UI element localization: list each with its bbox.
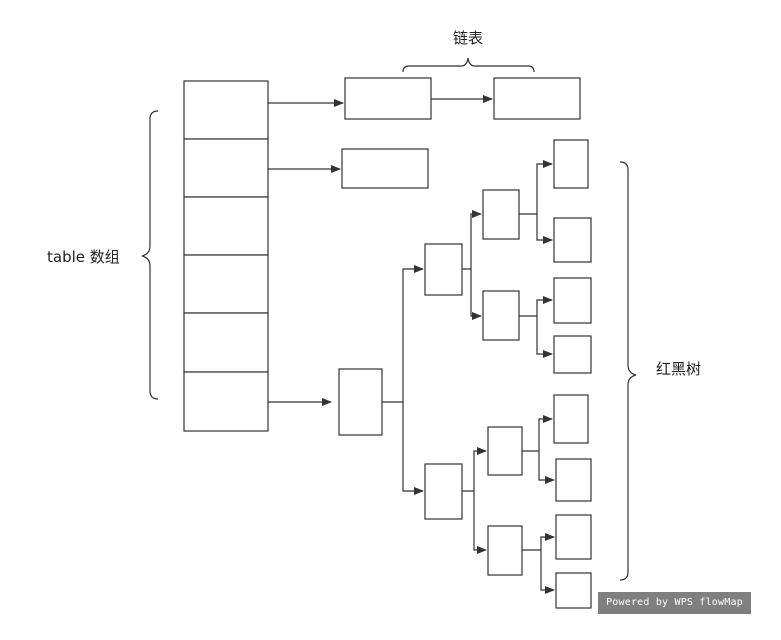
array-label: table 数组	[47, 248, 120, 266]
tree-edge	[462, 210, 482, 270]
tree-root-node	[338, 368, 383, 436]
tree-node	[482, 189, 520, 240]
array-slot	[183, 138, 269, 198]
tree-leaf-node	[553, 335, 592, 374]
red-black-tree	[338, 139, 592, 609]
tree-edge	[470, 269, 482, 320]
tree-edge	[473, 491, 487, 554]
tree-leaf-node	[555, 514, 592, 560]
tree-edge	[536, 214, 553, 244]
tree-edge	[522, 415, 553, 452]
array-slot	[183, 254, 269, 314]
tree-edge	[536, 316, 553, 358]
rb-tree-label: 红黑树	[656, 360, 701, 378]
tree-node	[424, 243, 463, 296]
linked-list-label: 链表	[453, 29, 483, 47]
array-slot	[183, 371, 269, 432]
linked-list	[344, 77, 581, 120]
array-slot	[183, 312, 269, 373]
single-node	[341, 148, 429, 189]
tree-node	[424, 463, 463, 520]
tree-edge	[522, 533, 555, 551]
tree-leaf-node	[555, 572, 592, 609]
tree-edge	[519, 160, 553, 215]
tree-edge	[519, 296, 553, 317]
array-slot	[183, 196, 269, 256]
array-slot	[183, 80, 269, 140]
tree-edge	[540, 550, 555, 594]
watermark: Powered by WPS flowMap	[598, 592, 751, 614]
list-node	[344, 77, 432, 120]
tree-node	[487, 426, 523, 476]
tree-node	[482, 290, 520, 341]
tree-connectors	[382, 160, 555, 594]
array-brace	[141, 110, 159, 400]
tree-leaf-node	[553, 217, 592, 263]
tree-leaf-node	[553, 394, 589, 444]
tree-leaf-node	[555, 458, 592, 502]
tree-leaf-node	[553, 277, 592, 324]
tree-edge	[402, 402, 424, 495]
tree-node	[487, 525, 523, 576]
tree-leaf-node	[553, 139, 589, 189]
list-node	[493, 77, 581, 120]
linked-list-brace	[402, 57, 535, 73]
tree-edge	[462, 447, 487, 492]
table-array	[183, 80, 269, 432]
rb-tree-brace	[619, 161, 637, 581]
tree-edge	[538, 451, 555, 484]
tree-edge	[382, 265, 424, 403]
